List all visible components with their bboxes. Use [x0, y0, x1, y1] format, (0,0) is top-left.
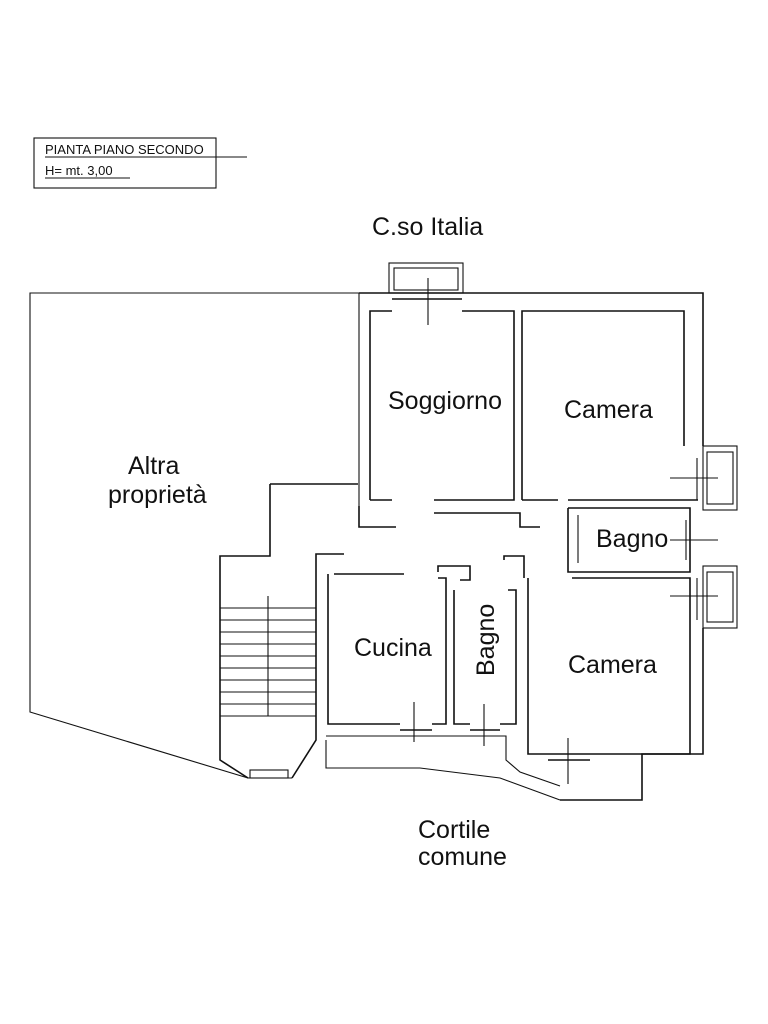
legend-height: H= mt. 3,00: [45, 163, 113, 178]
legend-title: PIANTA PIANO SECONDO: [45, 142, 204, 157]
room-label-living: Soggiorno: [388, 387, 502, 415]
courtyard-label-2: comune: [418, 843, 507, 871]
room-label-other-property-2: proprietà: [108, 481, 207, 509]
room-label-bathroom-center: Bagno: [472, 604, 500, 676]
living-room-walls: [369, 310, 515, 501]
other-property-outline: [29, 292, 360, 779]
corridor-jambs: [315, 553, 525, 581]
bathroom-center-walls: [453, 589, 517, 746]
courtyard-label-1: Cortile: [418, 816, 490, 844]
kitchen-walls: [327, 574, 447, 742]
stairwell: [219, 483, 358, 779]
legend-box: PIANTA PIANO SECONDO H= mt. 3,00: [33, 137, 247, 189]
balcony-east-upper: [670, 445, 738, 511]
room-label-kitchen: Cucina: [354, 634, 432, 662]
room-label-bedroom-north: Camera: [564, 396, 653, 424]
street-label: C.so Italia: [372, 213, 483, 241]
room-label-bathroom-east: Bagno: [596, 525, 668, 553]
bedroom-south-walls: [527, 577, 691, 784]
courtyard-path: [325, 735, 561, 801]
bathroom-east-walls: [567, 507, 718, 573]
room-label-bedroom-south: Camera: [568, 651, 657, 679]
balcony-north: [388, 262, 464, 325]
room-label-other-property-1: Altra: [128, 452, 180, 480]
balcony-east-lower: [670, 565, 738, 629]
bedroom-north-walls: [521, 310, 698, 501]
